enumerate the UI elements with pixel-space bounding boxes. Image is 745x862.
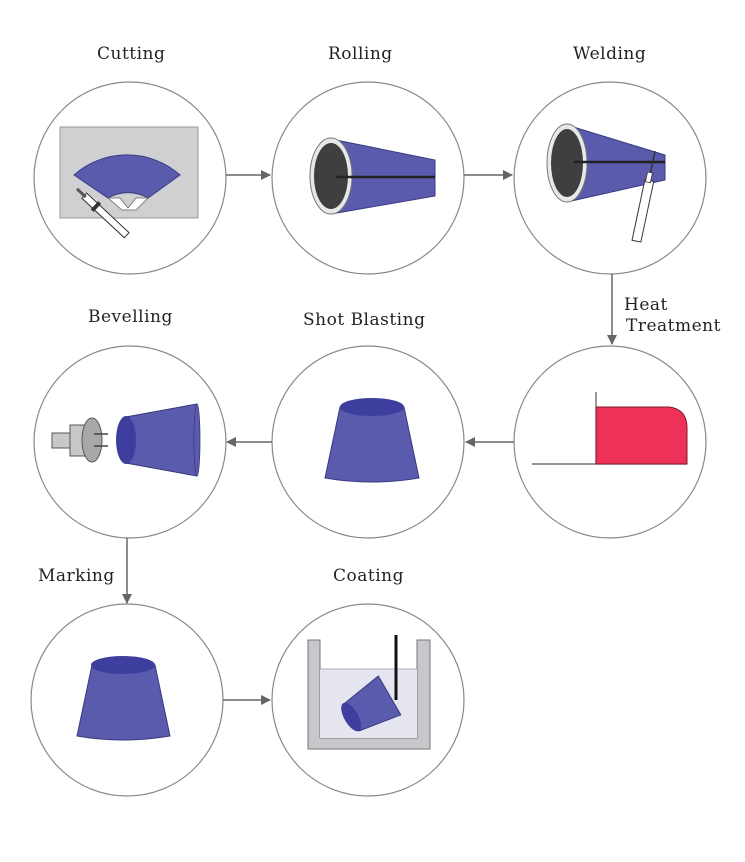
step-label-marking: Marking [38, 566, 115, 586]
cutting-icon [59, 126, 199, 239]
coating-tank-icon [307, 635, 431, 750]
step-label-cutting: Cutting [97, 44, 166, 64]
step-label-treatment: Treatment [626, 316, 721, 336]
marked-cone-icon [76, 656, 171, 741]
heat-curve-icon [532, 392, 688, 465]
rolling-icon [309, 137, 436, 215]
bevelling-machine-icon [51, 403, 201, 477]
step-label-bevelling: Bevelling [88, 307, 173, 327]
step-label-welding: Welding [573, 44, 647, 64]
step-label-shot-blasting: Shot Blasting [303, 310, 426, 330]
step-label-heat: Heat [624, 295, 668, 315]
step-label-coating: Coating [333, 566, 404, 586]
step-label-rolling: Rolling [328, 44, 393, 64]
shot-blasted-cone-icon [324, 398, 420, 483]
welding-icon [546, 123, 666, 243]
